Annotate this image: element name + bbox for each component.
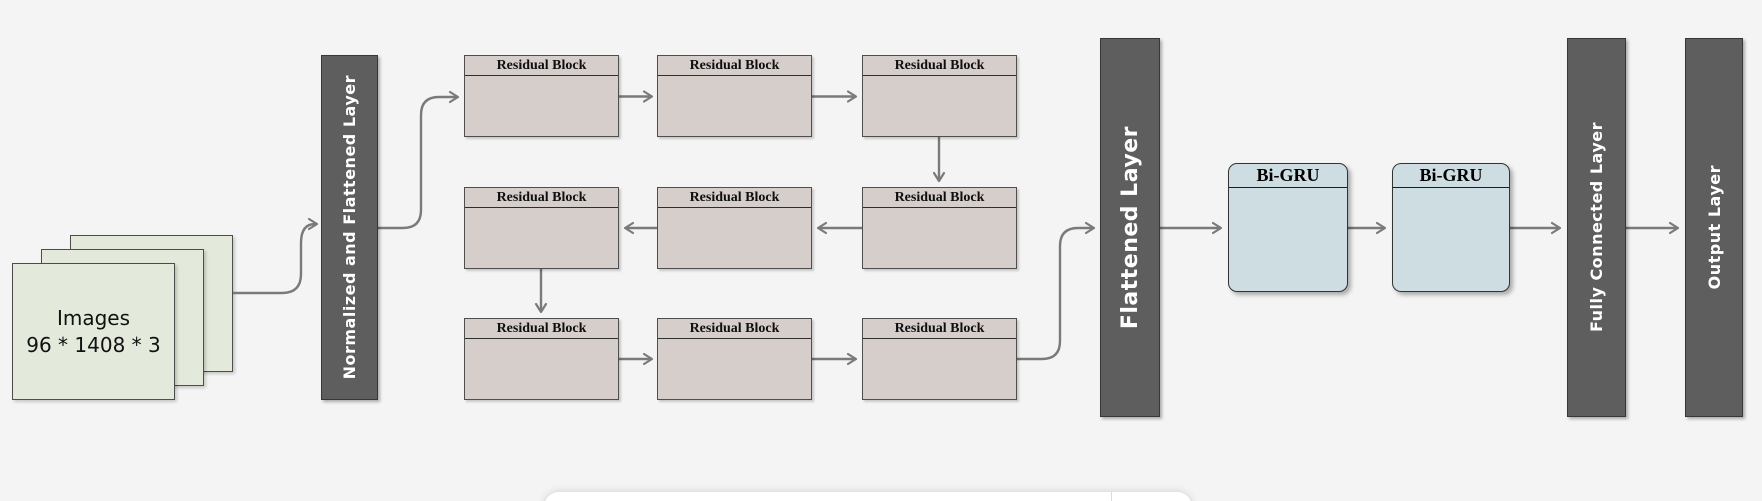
residual-block-3: Residual Block bbox=[862, 55, 1017, 137]
residual-block-header: Residual Block bbox=[465, 319, 618, 339]
output-layer-bar: Output Layer bbox=[1685, 38, 1743, 417]
residual-block-1: Residual Block bbox=[464, 55, 619, 137]
residual-block-header: Residual Block bbox=[658, 319, 811, 339]
residual-block-4: Residual Block bbox=[464, 187, 619, 269]
connector-normalized-to-res1 bbox=[378, 90, 460, 230]
bigru-header: Bi-GRU bbox=[1393, 164, 1509, 188]
input-images-shape: 96 * 1408 * 3 bbox=[26, 332, 161, 357]
fully-connected-layer-label: Fully Connected Layer bbox=[1587, 122, 1606, 333]
flattened-layer-label: Flattened Layer bbox=[1117, 125, 1143, 330]
residual-block-header: Residual Block bbox=[465, 56, 618, 76]
residual-block-header: Residual Block bbox=[658, 188, 811, 208]
fully-connected-layer-bar: Fully Connected Layer bbox=[1567, 38, 1626, 417]
bigru-block-2: Bi-GRU bbox=[1392, 163, 1510, 292]
bigru-header: Bi-GRU bbox=[1229, 164, 1347, 188]
bottom-toolbar-partial[interactable] bbox=[543, 491, 1193, 501]
bigru-block-1: Bi-GRU bbox=[1228, 163, 1348, 292]
residual-block-9: Residual Block bbox=[862, 318, 1017, 400]
bottom-toolbar-main-section[interactable] bbox=[544, 492, 1111, 501]
output-layer-label: Output Layer bbox=[1704, 165, 1724, 290]
residual-block-6: Residual Block bbox=[862, 187, 1017, 269]
residual-block-header: Residual Block bbox=[658, 56, 811, 76]
residual-block-5: Residual Block bbox=[657, 187, 812, 269]
input-images-title: Images bbox=[56, 305, 131, 330]
residual-block-2: Residual Block bbox=[657, 55, 812, 137]
normalized-flattened-layer-bar: Normalized and Flattened Layer bbox=[321, 55, 378, 400]
residual-block-header: Residual Block bbox=[863, 319, 1016, 339]
flattened-layer-bar: Flattened Layer bbox=[1100, 38, 1160, 417]
bottom-toolbar-divider bbox=[1111, 492, 1112, 501]
residual-block-7: Residual Block bbox=[464, 318, 619, 400]
normalized-flattened-layer-label: Normalized and Flattened Layer bbox=[340, 75, 359, 380]
residual-block-8: Residual Block bbox=[657, 318, 812, 400]
connector-res9-to-flattened bbox=[1017, 221, 1096, 361]
input-image-card-front: Images 96 * 1408 * 3 bbox=[12, 263, 175, 400]
connector-images-to-normalized bbox=[233, 217, 319, 295]
residual-block-header: Residual Block bbox=[863, 188, 1016, 208]
residual-block-header: Residual Block bbox=[465, 188, 618, 208]
residual-block-header: Residual Block bbox=[863, 56, 1016, 76]
bottom-toolbar-side-section[interactable] bbox=[1112, 492, 1192, 501]
